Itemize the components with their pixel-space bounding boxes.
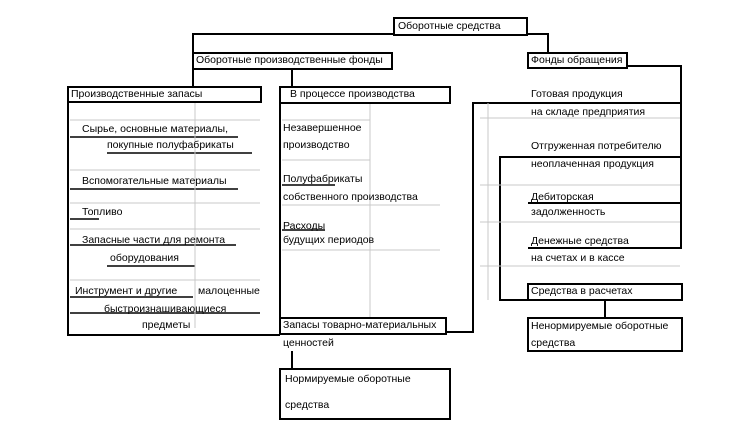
root-box (393, 17, 528, 36)
in-process-bracket (279, 102, 281, 318)
normed-line2: средства (285, 399, 330, 411)
inventories-bracket (67, 101, 69, 328)
production-funds-box (192, 52, 393, 70)
circulation-item-receivables-line1: Дебиторская (531, 191, 594, 203)
stocks-line2: ценностей (283, 337, 334, 349)
in-process-wip-line2: производство (283, 139, 350, 151)
circulation-item-receivables-line2: задолженность (531, 206, 606, 218)
inventory-item-spare-parts-line1: Запасные части для ремонта (82, 234, 226, 246)
normed-line1: Нормируемые оборотные (285, 373, 411, 385)
inventory-item-tools-line3: быстроизнашивающиеся (104, 303, 227, 315)
connector-receivables-bracket (499, 156, 528, 301)
inventory-item-auxiliary: Вспомогательные материалы (82, 175, 227, 187)
circulation-funds-label: Фонды обращения (531, 54, 623, 66)
circulation-item-finished-line1: Готовая продукция (531, 88, 623, 100)
inventories-box (67, 86, 262, 103)
inventory-item-fuel: Топливо (82, 206, 123, 218)
circulation-item-shipped-line1: Отгруженная потребителю (531, 140, 662, 152)
circulation-item-finished-line2: на складе предприятия (531, 106, 646, 118)
circulation-item-shipped-line2: неоплаченная продукция (531, 158, 654, 170)
non-normed-line2: средства (531, 337, 576, 349)
in-process-box (279, 86, 451, 104)
inventory-item-raw-materials-line2: покупные полуфабрикаты (107, 139, 234, 151)
root-label: Оборотные средства (398, 20, 501, 32)
non-normed-line1: Ненормируемые оборотные (531, 320, 669, 332)
stocks-box (279, 317, 447, 335)
in-process-semi-line2: собственного производства (283, 191, 418, 203)
connector-inventories-to-stocks (67, 328, 280, 336)
non-normed-box (527, 317, 683, 352)
inventory-item-tools-line4: предметы (142, 319, 191, 331)
stocks-line1: Запасы товарно-материальных (283, 319, 437, 331)
in-process-title: В процессе производства (290, 88, 415, 100)
normed-box (279, 368, 451, 420)
inventories-title: Производственные запасы (71, 88, 203, 100)
inventory-item-spare-parts-line2: оборудования (110, 252, 179, 264)
inventory-item-tools-line1: Инструмент и другие (75, 285, 178, 297)
in-process-deferred-line1: Расходы (283, 220, 326, 232)
circulation-funds-box (527, 52, 628, 69)
circulation-item-cash-line1: Денежные средства (531, 235, 629, 247)
circulation-item-cash-line2: на счетах и в кассе (531, 252, 625, 264)
in-process-semi-line1: Полуфабрикаты (283, 173, 363, 185)
settlements-box (527, 283, 683, 301)
in-process-deferred-line2: будущих периодов (283, 234, 375, 246)
inventory-item-raw-materials-line1: Сырье, основные материалы, (82, 123, 229, 135)
inventory-item-tools-line2: малоценные (198, 285, 260, 297)
settlements-label: Средства в расчетах (531, 285, 633, 297)
connector-root-circulation (528, 33, 549, 52)
connector-finished-to-stocks (446, 102, 528, 333)
in-process-wip-line1: Незавершенное (283, 122, 362, 134)
connector-root-production (192, 33, 393, 52)
production-funds-label: Оборотные производственные фонды (196, 54, 383, 66)
